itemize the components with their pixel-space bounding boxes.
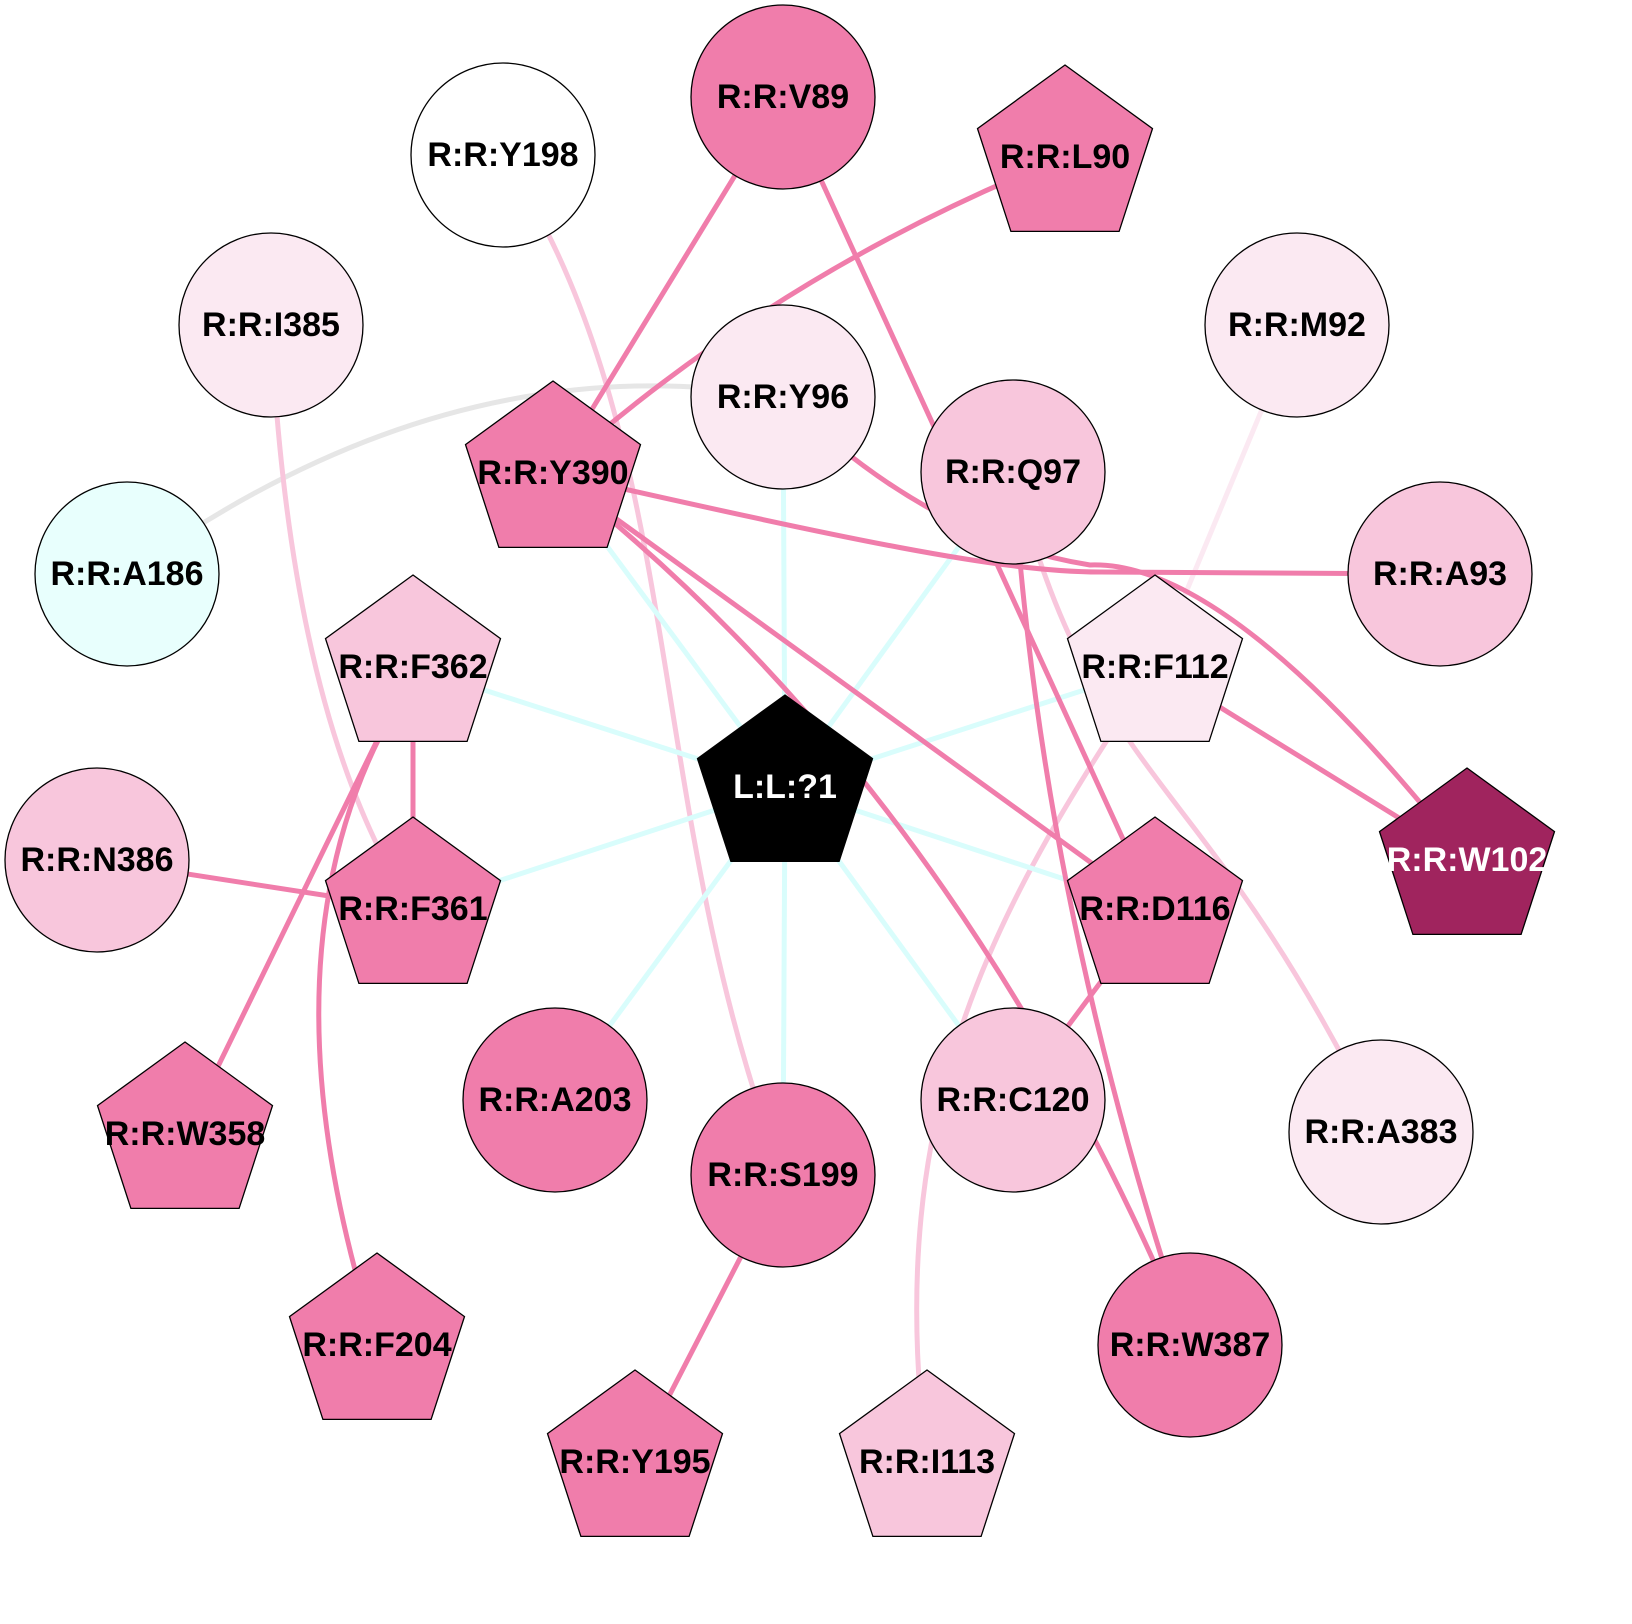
pentagon-node-shape [838, 1369, 1016, 1538]
node-label: R:R:F361 [338, 890, 487, 928]
node-A186[interactable]: R:R:A186 [34, 481, 220, 667]
node-label: R:R:C120 [936, 1081, 1089, 1119]
edge-Y390-W387 [551, 471, 1193, 1346]
circle-node-shape [462, 1007, 648, 1193]
node-label: R:R:W387 [1110, 1326, 1271, 1364]
node-F204[interactable]: R:R:F204 [288, 1252, 466, 1421]
node-label: R:R:Y198 [427, 136, 578, 174]
pentagon-node-shape [324, 816, 502, 985]
node-A203[interactable]: R:R:A203 [462, 1007, 648, 1193]
node-Y195[interactable]: R:R:Y195 [546, 1369, 724, 1538]
circle-node-shape [690, 4, 876, 190]
node-V89[interactable]: R:R:V89 [690, 4, 876, 190]
node-I385[interactable]: R:R:I385 [178, 232, 364, 418]
node-label: R:R:Y96 [717, 378, 849, 416]
node-F361[interactable]: R:R:F361 [324, 816, 502, 985]
node-label: R:R:A203 [478, 1081, 631, 1119]
pentagon-node-shape [464, 380, 642, 549]
node-N386[interactable]: R:R:N386 [4, 767, 190, 953]
circle-node-shape [690, 304, 876, 490]
node-label: R:R:A186 [50, 555, 203, 593]
node-label: R:R:I113 [859, 1443, 995, 1481]
edge-Q97-W387 [1010, 471, 1193, 1346]
circle-node-shape [920, 379, 1106, 565]
node-label: R:R:L90 [1000, 138, 1130, 176]
node-label: R:R:Y195 [559, 1443, 710, 1481]
nodes: L:L:?1 R:R:V89 R:R:Y198 R:R:L90 R:R:I385… [4, 4, 1556, 1538]
node-label: R:R:D116 [1079, 890, 1230, 928]
edge-Y390-A93 [552, 470, 1441, 577]
node-label: R:R:Q97 [945, 453, 1081, 491]
circle-node-shape [920, 1007, 1106, 1193]
circle-node-shape [1288, 1039, 1474, 1225]
node-F362[interactable]: R:R:F362 [324, 574, 502, 743]
node-label: R:R:N386 [20, 841, 173, 879]
node-label: R:R:Y390 [477, 454, 628, 492]
node-F112[interactable]: R:R:F112 [1066, 574, 1244, 743]
pentagon-node-shape [1066, 574, 1244, 743]
node-label: L:L:?1 [733, 768, 837, 806]
circle-node-shape [1204, 232, 1390, 418]
node-label: R:R:F204 [302, 1326, 451, 1364]
circle-node-shape [410, 62, 596, 248]
edge-A186-Y96 [125, 383, 784, 577]
node-label: R:R:W358 [105, 1115, 266, 1153]
edge-Y96-W102 [781, 395, 1469, 862]
node-label: R:R:S199 [707, 1156, 858, 1194]
circle-node-shape [1097, 1252, 1283, 1438]
node-label: R:R:I385 [202, 306, 340, 344]
node-label: R:R:V89 [717, 78, 849, 116]
node-label: R:R:A93 [1373, 555, 1507, 593]
node-Y198[interactable]: R:R:Y198 [410, 62, 596, 248]
edge-Y198-S199 [500, 153, 786, 1176]
node-A383[interactable]: R:R:A383 [1288, 1039, 1474, 1225]
node-label: R:R:F362 [338, 648, 487, 686]
circle-node-shape [690, 1082, 876, 1268]
circle-node-shape [4, 767, 190, 953]
node-C120[interactable]: R:R:C120 [920, 1007, 1106, 1193]
node-label: R:R:F112 [1081, 648, 1228, 686]
node-M92[interactable]: R:R:M92 [1204, 232, 1390, 418]
pentagon-node-shape [324, 574, 502, 743]
pentagon-node-shape [1066, 816, 1244, 985]
edge-L90-Y390 [551, 154, 1066, 475]
node-S199[interactable]: R:R:S199 [690, 1082, 876, 1268]
node-label: R:R:M92 [1228, 306, 1366, 344]
node-L1[interactable]: L:L:?1 [696, 694, 874, 863]
node-I113[interactable]: R:R:I113 [838, 1369, 1016, 1538]
node-A93[interactable]: R:R:A93 [1347, 481, 1533, 667]
node-W358[interactable]: R:R:W358 [96, 1041, 274, 1210]
pentagon-node-shape [696, 694, 874, 863]
pentagon-node-shape [96, 1041, 274, 1210]
node-Q97[interactable]: R:R:Q97 [920, 379, 1106, 565]
edge-F362-F204 [316, 698, 403, 1346]
circle-node-shape [178, 232, 364, 418]
pentagon-node-shape [546, 1369, 724, 1538]
circle-node-shape [1347, 481, 1533, 667]
edge-Q97-A383 [1010, 471, 1384, 1134]
pentagon-node-shape [288, 1252, 466, 1421]
node-L90[interactable]: R:R:L90 [976, 64, 1154, 233]
node-label: R:R:W102 [1387, 841, 1548, 879]
pentagon-node-shape [976, 64, 1154, 233]
node-Y390[interactable]: R:R:Y390 [464, 380, 642, 549]
node-Y96[interactable]: R:R:Y96 [690, 304, 876, 490]
node-D116[interactable]: R:R:D116 [1066, 816, 1244, 985]
node-label: R:R:A383 [1304, 1113, 1457, 1151]
node-W102[interactable]: R:R:W102 [1378, 767, 1556, 936]
pentagon-node-shape [1378, 767, 1556, 936]
node-W387[interactable]: R:R:W387 [1097, 1252, 1283, 1438]
edge-Y390-D116 [551, 470, 1157, 912]
circle-node-shape [34, 481, 220, 667]
